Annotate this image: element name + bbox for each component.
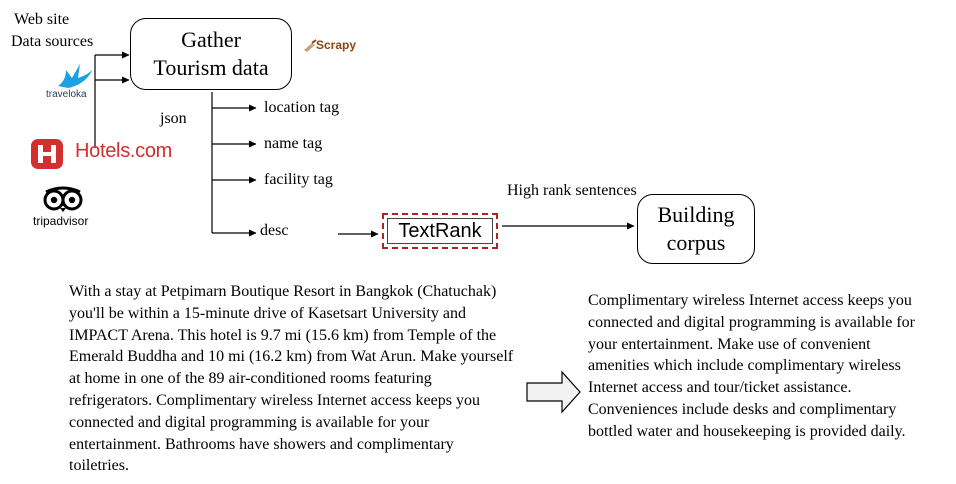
input-description-text: With a stay at Petpimarn Boutique Resort… [69,283,514,475]
textrank-inner-border [387,218,493,244]
gather-tourism-data-box: Gather Tourism data [130,18,292,90]
sources-title-line2: Data sources [11,33,94,50]
output-corpus-text: Complimentary wireless Internet access k… [588,292,915,440]
source-arrows [94,51,130,148]
json-label: json [160,110,187,127]
transform-arrow [526,370,581,414]
hotels-logo: Hotels.com [31,137,172,171]
traveloka-bird-icon [58,64,92,88]
tripadvisor-owl-icon [43,186,83,212]
sources-title-line1: Web site [14,11,70,28]
scrapy-logo: Scrapy [303,37,363,57]
tag-tree [211,92,257,237]
hotels-h-icon [31,139,63,169]
high-rank-sentences-label: High rank sentences [507,182,637,199]
tripadvisor-logo: tripadvisor [33,186,103,232]
name-tag-label: name tag [264,135,323,152]
desc-label: desc [260,222,289,239]
building-box-line2: corpus [666,230,726,255]
building-corpus-box: Building corpus [637,194,755,264]
gather-box-line2: Tourism data [153,55,269,80]
textrank-box: TextRank [382,213,498,249]
facility-tag-label: facility tag [264,171,333,188]
sources-title: Web site [14,9,69,31]
location-tag-label: location tag [264,99,340,116]
scrapy-spatula-icon [304,39,317,52]
textrank-label: TextRank [398,219,482,242]
traveloka-logo: traveloka [44,60,100,102]
building-box-line1: Building [657,202,735,227]
gather-box-line1: Gather [181,27,241,52]
